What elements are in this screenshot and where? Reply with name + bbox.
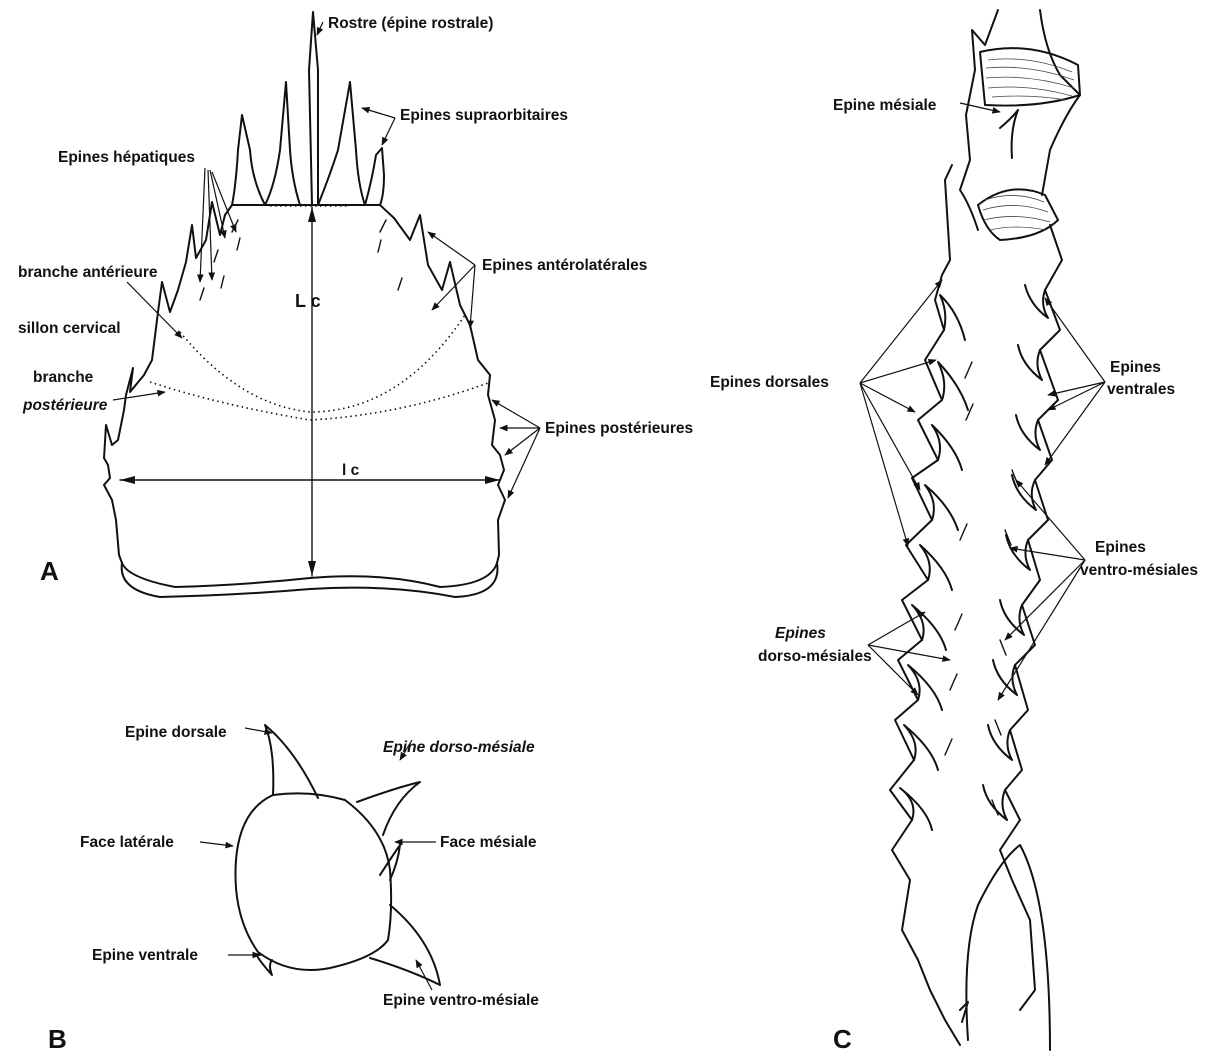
label-epines-dorso-mesiales-2: dorso-mésiales [758, 648, 872, 665]
label-face-laterale: Face latérale [80, 834, 174, 851]
label-face-mesiale: Face mésiale [440, 834, 537, 851]
ventro-mesial-spine [370, 905, 440, 985]
label-branche-anterieure: branche antérieure [18, 264, 158, 281]
cervical-groove-posterior [150, 382, 488, 420]
label-lc-width: l c [342, 462, 360, 479]
panel-letter-b: B [48, 1024, 67, 1052]
label-lc-length: L c [295, 291, 321, 311]
dorso-mesial-spine [357, 782, 420, 835]
label-epines-dorso-mesiales-1: Epines [775, 625, 826, 642]
joint-2 [978, 189, 1058, 240]
hepatic-spine-marks [200, 220, 402, 300]
cervical-groove-anterior [180, 315, 465, 412]
panel-a-carapace: Rostre (épine rostrale) Epines supraorbi… [18, 12, 693, 597]
dorsal-spine [265, 725, 318, 798]
label-epines-ventrales-2: ventrales [1107, 381, 1175, 398]
label-epines-supraorbitaires: Epines supraorbitaires [400, 107, 568, 124]
label-epines-posterieures: Epines postérieures [545, 420, 693, 437]
label-epines-hepatiques: Epines hépatiques [58, 149, 195, 166]
label-epines-anterolaterales: Epines antérolatérales [482, 257, 647, 274]
label-epine-ventro-mesiale: Epine ventro-mésiale [383, 992, 539, 1009]
label-epine-ventrale: Epine ventrale [92, 947, 198, 964]
panel-c-leg: Epine mésiale Epines dorsales Epines ven… [710, 10, 1198, 1052]
panel-b-cross-section: Epine dorsale Epine dorso-mésiale Face l… [48, 724, 539, 1052]
distal-segment [960, 10, 1080, 230]
label-branche-2: postérieure [22, 397, 108, 414]
mesial-spine-top [1000, 110, 1018, 158]
panel-letter-a: A [40, 556, 59, 586]
label-epines-dorsales: Epines dorsales [710, 374, 829, 391]
label-epines-ventrales-1: Epines [1110, 359, 1161, 376]
label-epine-mesiale: Epine mésiale [833, 97, 937, 114]
label-branche-1: branche [33, 369, 94, 386]
label-rostre: Rostre (épine rostrale) [328, 15, 493, 32]
label-sillon-cervical: sillon cervical [18, 320, 121, 337]
panel-letter-c: C [833, 1024, 852, 1052]
label-epine-dorsale: Epine dorsale [125, 724, 227, 741]
label-epines-ventro-mesiales-1: Epines [1095, 539, 1146, 556]
label-epines-ventro-mesiales-2: ventro-mésiales [1080, 562, 1198, 579]
basal-segment [966, 845, 1050, 1050]
cross-section-outline [235, 793, 391, 970]
merus-outline [890, 165, 960, 1045]
label-epine-dorso-mesiale: Epine dorso-mésiale [383, 739, 535, 756]
